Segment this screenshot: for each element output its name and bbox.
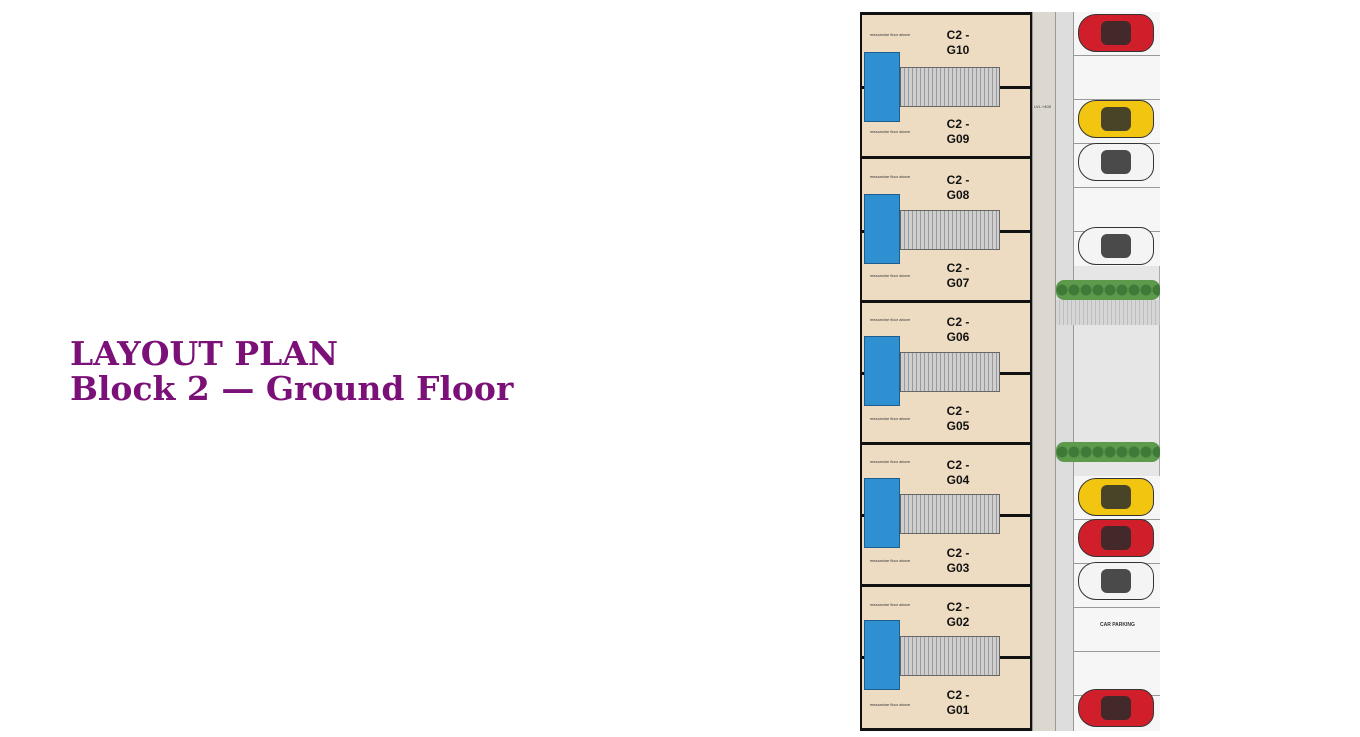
title-line-2: Block 2 — Ground Floor xyxy=(70,369,514,408)
page-title: LAYOUT PLAN Block 2 — Ground Floor xyxy=(70,336,513,406)
title-line-1: LAYOUT PLAN xyxy=(70,334,339,373)
mezzanine-note-g04: mezzanine floor above xyxy=(869,459,911,464)
car-yellow xyxy=(1078,100,1154,138)
walkway xyxy=(1032,12,1056,731)
staircase xyxy=(900,210,1000,250)
staircase xyxy=(900,67,1000,107)
car-red xyxy=(1078,14,1154,52)
car-white xyxy=(1078,227,1154,265)
unit-label-g02: C2 -G02 xyxy=(946,600,970,629)
unit-label-g09: C2 -G09 xyxy=(946,117,970,146)
unit-label-g07: C2 -G07 xyxy=(946,261,970,290)
mezzanine-note-g01: mezzanine floor above xyxy=(869,702,911,707)
parking-bays-bottom xyxy=(1074,476,1160,731)
unit-label-g03: C2 -G03 xyxy=(946,546,970,575)
unit-label-g08: C2 -G08 xyxy=(946,173,970,202)
hedge-top xyxy=(1056,280,1160,300)
unit-label-g04: C2 -G04 xyxy=(946,458,970,487)
pool xyxy=(864,478,900,548)
mezzanine-note-g07: mezzanine floor above xyxy=(869,273,911,278)
mezzanine-note-g09: mezzanine floor above xyxy=(869,129,911,134)
mezzanine-note-g08: mezzanine floor above xyxy=(869,174,911,179)
unit-label-g01: C2 -G01 xyxy=(946,688,970,717)
parking-label: CAR PARKING xyxy=(1100,622,1135,628)
pool xyxy=(864,336,900,406)
pool xyxy=(864,52,900,122)
staircase xyxy=(900,636,1000,676)
car-red xyxy=(1078,689,1154,727)
unit-label-g06: C2 -G06 xyxy=(946,315,970,344)
unit-label-g10: C2 -G10 xyxy=(946,28,970,57)
mezzanine-note-g05: mezzanine floor above xyxy=(869,416,911,421)
car-white xyxy=(1078,143,1154,181)
walkway-label: LVL.+400 xyxy=(1034,104,1051,109)
hedge-bottom xyxy=(1056,442,1160,462)
parking-bays-top xyxy=(1074,12,1160,266)
pool xyxy=(864,620,900,690)
mezzanine-note-g03: mezzanine floor above xyxy=(869,558,911,563)
car-white xyxy=(1078,562,1154,600)
mezzanine-note-g02: mezzanine floor above xyxy=(869,602,911,607)
mezzanine-note-g06: mezzanine floor above xyxy=(869,317,911,322)
pool xyxy=(864,194,900,264)
courtyard xyxy=(1056,300,1160,325)
service-road xyxy=(1056,12,1074,731)
car-yellow xyxy=(1078,478,1154,516)
mezzanine-note-g10: mezzanine floor above xyxy=(869,32,911,37)
unit-label-g05: C2 -G05 xyxy=(946,404,970,433)
staircase xyxy=(900,494,1000,534)
car-red xyxy=(1078,519,1154,557)
staircase xyxy=(900,352,1000,392)
